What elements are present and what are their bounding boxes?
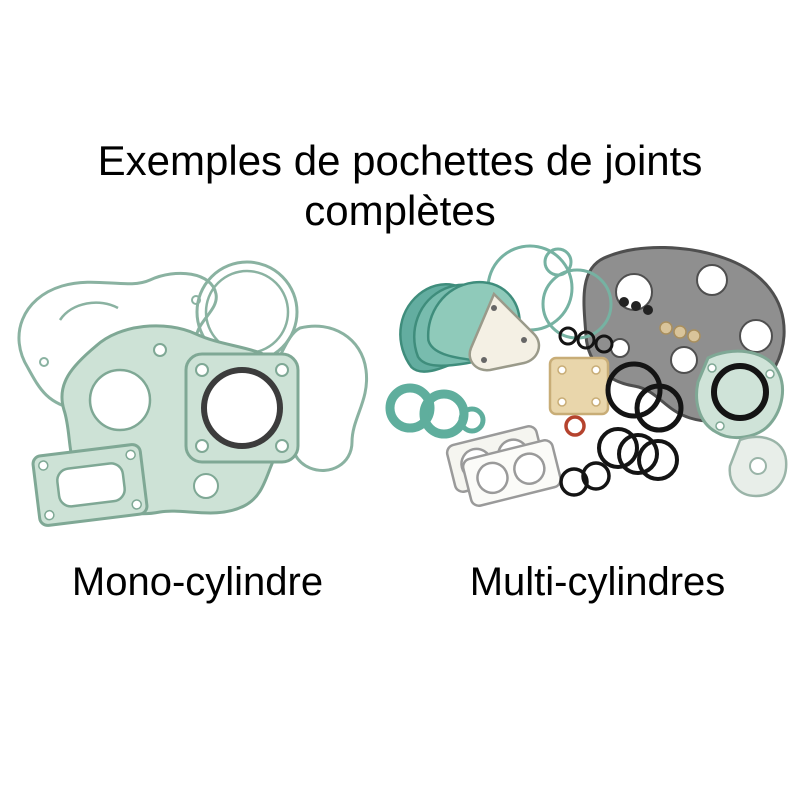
image-title: Exemples de pochettes de joints complète… xyxy=(0,136,800,237)
small-teal-ring-top xyxy=(543,247,573,277)
side-plate-gasket xyxy=(695,349,784,440)
title-line-1: Exemples de pochettes de joints xyxy=(97,137,703,184)
multi-gasket-svg xyxy=(385,244,788,508)
label-mono-cylindre: Mono-cylindre xyxy=(71,560,324,604)
grommets-black xyxy=(619,297,653,315)
multi-cylinder-gasket-kit-illustration xyxy=(372,240,797,540)
bottom-right-gasket xyxy=(728,435,788,498)
title-line-2: complètes xyxy=(304,187,496,235)
base-gasket xyxy=(31,443,149,527)
cylinder-head-gasket xyxy=(184,352,300,464)
figure-eight-gasket xyxy=(385,383,486,439)
washers-row-tan xyxy=(659,321,701,343)
square-gasket-beige xyxy=(548,356,610,416)
mono-gasket-svg xyxy=(17,260,369,527)
small-orings-row xyxy=(558,326,614,354)
head-gasket-stack xyxy=(445,425,562,508)
orings-black-large xyxy=(605,361,684,433)
orings-black-fan xyxy=(559,427,679,497)
small-red-oring xyxy=(564,415,586,437)
mono-cylinder-gasket-kit-illustration xyxy=(0,250,395,550)
label-multi-cylindres: Multi-cylindres xyxy=(469,560,726,604)
pointed-gasket xyxy=(468,291,541,372)
